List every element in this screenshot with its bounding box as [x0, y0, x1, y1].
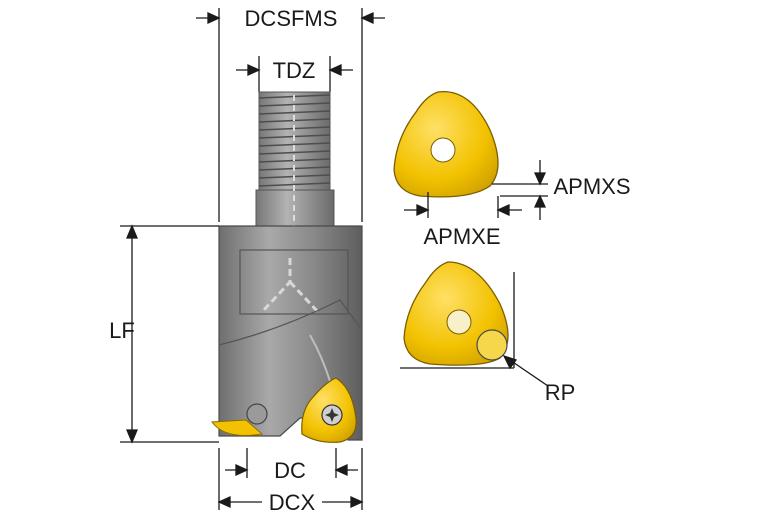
apmxs-arrowhead-bottom — [533, 194, 547, 208]
apmxs-label: APMXS — [553, 174, 630, 199]
dcsfms-label: DCSFMS — [245, 6, 338, 31]
lf-arrowhead-bottom — [126, 429, 138, 444]
apmxe-dimension — [404, 192, 522, 218]
dcsfms-arrowhead-left — [207, 11, 221, 25]
insert-hole — [446, 309, 472, 335]
rp-arrowhead — [502, 354, 518, 370]
dc-label: DC — [274, 458, 306, 483]
tdz-label: TDZ — [273, 58, 316, 83]
rp-dimension — [400, 272, 549, 387]
insert-detail-bottom — [403, 261, 509, 366]
corner-radius-circle — [476, 329, 508, 361]
dc-arrowhead-left — [235, 463, 249, 477]
apmxe-label: APMXE — [423, 224, 500, 249]
apmxs-dimension — [492, 160, 548, 220]
lf-label: LF — [109, 318, 135, 343]
body-chip-flute — [218, 299, 363, 346]
dcx-arrowhead-left — [217, 495, 231, 509]
lf-arrowhead-top — [126, 224, 138, 239]
body-window — [239, 249, 349, 315]
rp-label: RP — [545, 380, 576, 405]
tdz-dimension — [236, 56, 353, 92]
rear-insert — [211, 419, 264, 436]
dcx-arrowhead-right — [350, 495, 364, 509]
insert-detail-top — [393, 91, 499, 198]
insert-hole — [430, 137, 456, 163]
dcsfms-arrowhead-right — [360, 11, 374, 25]
tdz-arrowhead-right — [328, 63, 342, 77]
coolant-branches — [260, 258, 320, 314]
dcx-dimension — [217, 495, 364, 509]
dcx-label: DCX — [269, 490, 316, 515]
threaded-shank — [255, 91, 335, 260]
rear-screw-icon — [246, 403, 268, 425]
lf-dimension — [120, 224, 219, 444]
apmxe-arrowhead-right — [496, 203, 510, 217]
apmxe-arrowhead-left — [416, 203, 430, 217]
dcsfms-dimension — [196, 8, 385, 222]
apmxs-arrowhead-top — [533, 172, 547, 186]
tdz-arrowhead-left — [247, 63, 261, 77]
front-insert — [301, 377, 357, 443]
torx-socket-icon — [325, 408, 339, 422]
dc-dimension — [218, 448, 363, 510]
dc-arrowhead-right — [334, 463, 348, 477]
